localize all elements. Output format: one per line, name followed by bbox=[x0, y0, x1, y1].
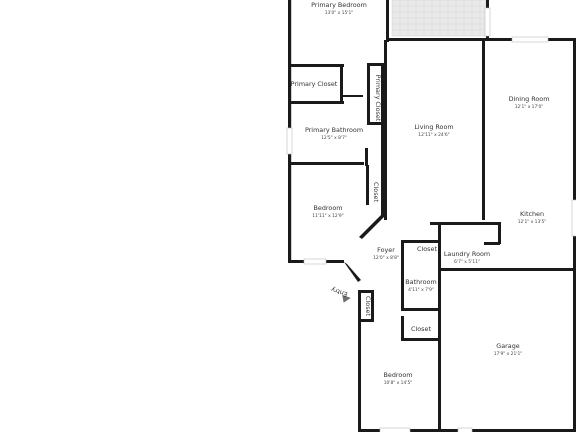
room-name: Closet bbox=[364, 296, 372, 316]
entry-label: Entry bbox=[330, 285, 349, 298]
room-name: Primary Closet bbox=[374, 75, 382, 122]
room-name: Foyer bbox=[377, 246, 395, 254]
room-dims: 12'1" x 13'5" bbox=[518, 219, 547, 225]
room-closet-2: Closet bbox=[417, 245, 437, 253]
room-name: Primary Bedroom bbox=[311, 1, 367, 9]
room-closet-1: Closet bbox=[372, 182, 380, 202]
room-dims: 6'7" x 5'11" bbox=[454, 259, 480, 265]
room-bedroom-1: Bedroom 11'11" x 12'9" bbox=[312, 204, 343, 219]
room-closet-3: Closet bbox=[364, 296, 372, 316]
room-dims: 11'11" x 12'9" bbox=[312, 213, 343, 219]
room-primary-bedroom: Primary Bedroom 13'0" x 15'1" bbox=[311, 1, 367, 16]
room-name: Bedroom bbox=[314, 204, 343, 212]
room-kitchen: Kitchen 12'1" x 13'5" bbox=[518, 210, 547, 225]
room-name: Living Room bbox=[414, 123, 453, 131]
room-name: Kitchen bbox=[520, 210, 544, 218]
room-primary-bathroom: Primary Bathroom 12'5" x 8'7" bbox=[305, 126, 363, 141]
room-dims: 17'9" x 21'1" bbox=[494, 351, 523, 357]
room-dining-room: Dining Room 12'1" x 17'0" bbox=[509, 95, 550, 110]
room-dims: 12'5" x 8'7" bbox=[321, 135, 347, 141]
room-laundry-room: Laundry Room 6'7" x 5'11" bbox=[444, 250, 490, 265]
room-bathroom: Bathroom 4'11" x 7'9" bbox=[405, 278, 436, 293]
room-primary-closet: Primary Closet bbox=[291, 80, 338, 88]
room-name: Closet bbox=[417, 245, 437, 253]
room-name: Primary Closet bbox=[291, 80, 338, 88]
room-dims: 12'0" x 8'8" bbox=[373, 255, 399, 261]
room-name: Dining Room bbox=[509, 95, 550, 103]
entry-marker: Entry bbox=[330, 285, 351, 303]
room-dims: 12'11" x 24'6" bbox=[418, 132, 449, 138]
patio bbox=[391, 0, 487, 37]
room-dims: 4'11" x 7'9" bbox=[408, 287, 434, 293]
room-name: Bathroom bbox=[405, 278, 436, 286]
room-dims: 10'8" x 14'5" bbox=[384, 380, 413, 386]
room-name: Laundry Room bbox=[444, 250, 490, 258]
room-dims: 13'0" x 15'1" bbox=[325, 10, 354, 16]
room-dims: 12'1" x 17'0" bbox=[515, 104, 544, 110]
room-closet-4: Closet bbox=[411, 325, 431, 333]
room-living-room: Living Room 12'11" x 24'6" bbox=[414, 123, 453, 138]
room-bedroom-2: Bedroom 10'8" x 14'5" bbox=[384, 371, 413, 386]
room-foyer: Foyer 12'0" x 8'8" bbox=[373, 246, 399, 261]
room-name: Closet bbox=[372, 182, 380, 202]
room-primary-closet-2: Primary Closet bbox=[374, 75, 382, 122]
room-name: Primary Bathroom bbox=[305, 126, 363, 134]
room-name: Bedroom bbox=[384, 371, 413, 379]
room-name: Garage bbox=[496, 342, 519, 350]
room-name: Closet bbox=[411, 325, 431, 333]
windows bbox=[286, 7, 576, 432]
room-garage: Garage 17'9" x 21'1" bbox=[494, 342, 523, 357]
